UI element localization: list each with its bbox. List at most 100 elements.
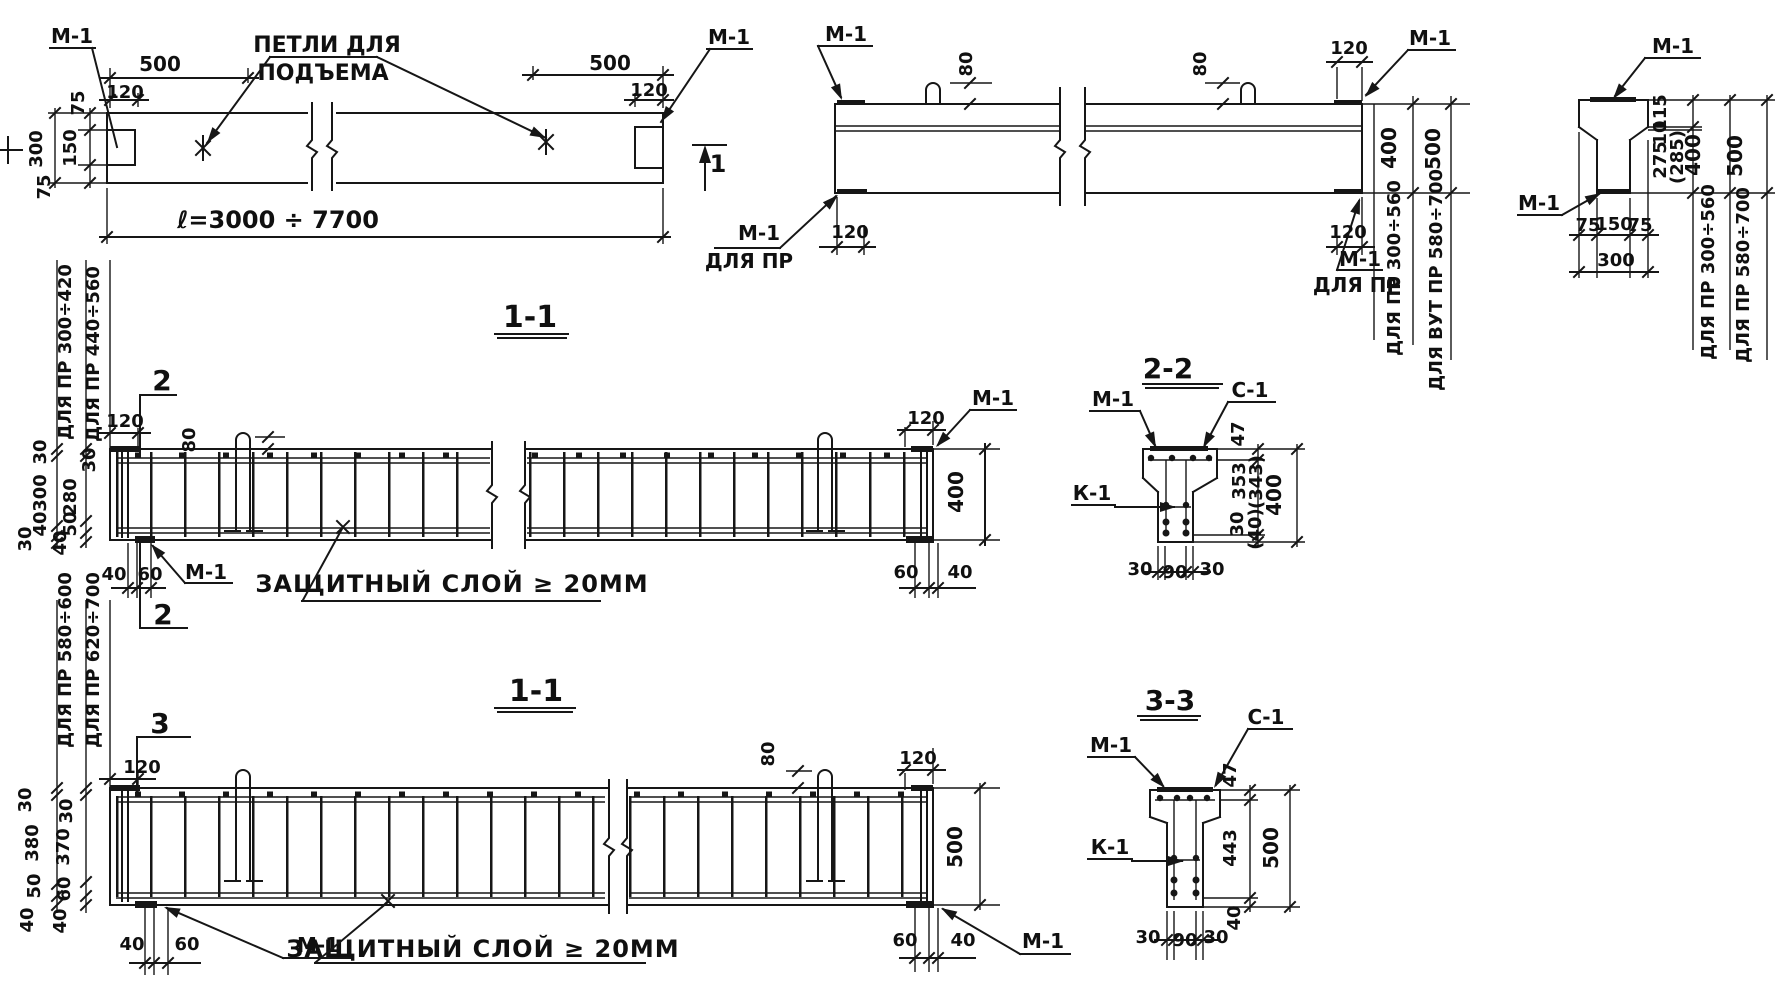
sec33-m1-callout: М-1 — [1087, 733, 1165, 788]
band1-break-lines — [485, 441, 532, 549]
sec22-dim-ticks — [1151, 442, 1304, 579]
sec22-rebar-lines — [1148, 459, 1212, 535]
protective-layer-label: ЗАЩИТНЫЙ СЛОЙ ≥ 20ММ — [286, 934, 679, 963]
band2-bottom-bars — [116, 892, 928, 899]
embed-plate-br — [1334, 189, 1362, 194]
embed-plate-tr — [911, 785, 933, 791]
section-2-2-view: 2-2 М-1 С-1 К-1 47 353 — [1071, 352, 1305, 583]
plan-m1-right-callout: М-1 — [659, 25, 753, 124]
colA-dim-0: 30 — [15, 787, 36, 812]
dim-120-r: 120 — [907, 408, 945, 429]
range-label-colA: ДЛЯ ПР 580÷600 — [55, 572, 76, 748]
loops-label-line1: ПЕТЛИ ДЛЯ — [253, 33, 401, 58]
dim-80: 80 — [179, 427, 200, 452]
dim-120-tr: 120 — [1330, 38, 1368, 59]
sec22-k1-callout: К-1 — [1071, 481, 1176, 512]
protective-layer-label: ЗАЩИТНЫЙ СЛОЙ ≥ 20ММ — [255, 569, 648, 598]
dim-75-top: 75 — [68, 90, 89, 115]
embed-plate-br — [906, 901, 934, 908]
dim-115: 115 — [1650, 94, 1671, 132]
dim-500: 500 — [1421, 128, 1445, 170]
dim-30: 30 — [1227, 511, 1248, 536]
band2-outline — [109, 787, 934, 906]
plan-outline — [106, 112, 664, 184]
plan-ext-lines — [48, 66, 664, 244]
colB-dim-0: 30 — [79, 447, 100, 472]
range-label-colB: ДЛЯ ПР 440÷560 — [83, 266, 104, 442]
colB-dim-1: 370 — [53, 828, 74, 866]
elev-dim-ticks — [830, 55, 1458, 254]
col-400-range-label: ДЛЯ ПР 300÷560 — [1698, 184, 1719, 360]
tsec-ext-lines — [1578, 95, 1775, 360]
dim-90: 90 — [1172, 930, 1197, 951]
dim-60-r: 60 — [893, 562, 918, 583]
m1-for-pr-label: ДЛЯ ПР — [705, 249, 793, 273]
embed-plate-tl — [837, 100, 865, 105]
dim-120-left: 120 — [106, 82, 144, 103]
loop-mark-right-icon — [537, 129, 555, 155]
embed-plate-br — [906, 536, 934, 543]
dim-75-bottom: 75 — [34, 174, 55, 199]
dim-275: 275 — [1650, 141, 1671, 179]
col-500-range-label: ДЛЯ ВУТ ПР 580÷700 — [1426, 169, 1447, 391]
section-1-1-band1: 1-1 80 2 2 120 120 400 — [15, 260, 1017, 631]
colA-dim-2: 50 — [24, 873, 45, 898]
loops-label-line2: ПОДЪЕМА — [257, 61, 388, 86]
m1-label: М-1 — [185, 560, 227, 584]
m1-label: М-1 — [1022, 929, 1064, 953]
embed-plate-bottom — [1597, 189, 1630, 194]
colA-dim-3: 40 — [17, 907, 38, 932]
band1-bottom-bars — [116, 527, 928, 534]
dim-40: 40 — [1224, 905, 1245, 930]
plan-length-dim: ℓ=3000 ÷ 7700 — [176, 206, 379, 234]
dim-400: 400 — [1262, 474, 1286, 516]
sec22-m1-callout: М-1 — [1089, 387, 1157, 448]
dim-90: 90 — [1162, 562, 1187, 583]
band2-protect-callout: ЗАЩИТНЫЙ СЛОЙ ≥ 20ММ — [286, 893, 679, 964]
band2-cut3-top-flag: 3 — [136, 707, 191, 792]
range-label-colB: ДЛЯ ПР 620÷700 — [83, 572, 104, 748]
colB-dim-2: 50 — [60, 511, 81, 536]
embed-plate-top — [1150, 446, 1208, 451]
section-1-1-band2: 1-1 80 3 120 120 500 40 60 60 4 — [15, 572, 1071, 975]
lifting-loop-2 — [1240, 82, 1256, 105]
colA-dim-2: 40 — [30, 511, 51, 536]
embed-plate-tr — [1334, 100, 1362, 105]
elev-m1-bottomleft-callout: М-1 ДЛЯ ПР — [705, 194, 838, 273]
title-1-1: 1-1 — [509, 674, 563, 709]
col-400-range-label: ДЛЯ ПР 300÷560 — [1384, 180, 1405, 356]
m1-for-pr-label: ДЛЯ ПР — [1313, 273, 1401, 297]
c1-label: С-1 — [1248, 705, 1285, 729]
tsec-dim-ticks — [1572, 93, 1774, 279]
dim-30-r: 30 — [1203, 927, 1228, 948]
band1-top-bars — [116, 457, 928, 464]
dim-400: 400 — [1377, 127, 1401, 169]
band1-cut2-top-flag: 2 — [139, 364, 177, 453]
band2-loop1 — [224, 769, 263, 882]
band1-cut2-bottom-flag: 2 — [139, 539, 188, 631]
m1-label: М-1 — [51, 24, 93, 48]
m1-label: М-1 — [825, 22, 867, 46]
elev-dim-lines — [819, 61, 1375, 248]
band1-title: 1-1 — [494, 300, 569, 339]
k1-label: К-1 — [1091, 835, 1130, 859]
band2-m1-left-callout: М-1 — [164, 906, 351, 960]
sec33-k1-callout: К-1 — [1087, 835, 1184, 866]
dim-80-loop1: 80 — [956, 51, 977, 76]
band2-break-lines — [602, 779, 634, 914]
k1-label: К-1 — [1073, 481, 1112, 505]
m1-label: М-1 — [1092, 387, 1134, 411]
m1-label: М-1 — [738, 221, 780, 245]
band1-outline — [109, 448, 934, 541]
dim-47: 47 — [1220, 762, 1241, 787]
colA-dim-0: 30 — [30, 439, 51, 464]
tsec-m1-top-callout: М-1 — [1613, 34, 1701, 99]
dim-60-r: 60 — [892, 930, 917, 951]
dim-80-loop2: 80 — [1190, 51, 1211, 76]
dim-40-r: 40 — [947, 562, 972, 583]
dim-40-l: 40 — [119, 934, 144, 955]
band2-left-col-ticks — [50, 781, 93, 912]
sec22-c1-callout: С-1 — [1203, 378, 1276, 448]
title-3-3: 3-3 — [1145, 684, 1196, 717]
